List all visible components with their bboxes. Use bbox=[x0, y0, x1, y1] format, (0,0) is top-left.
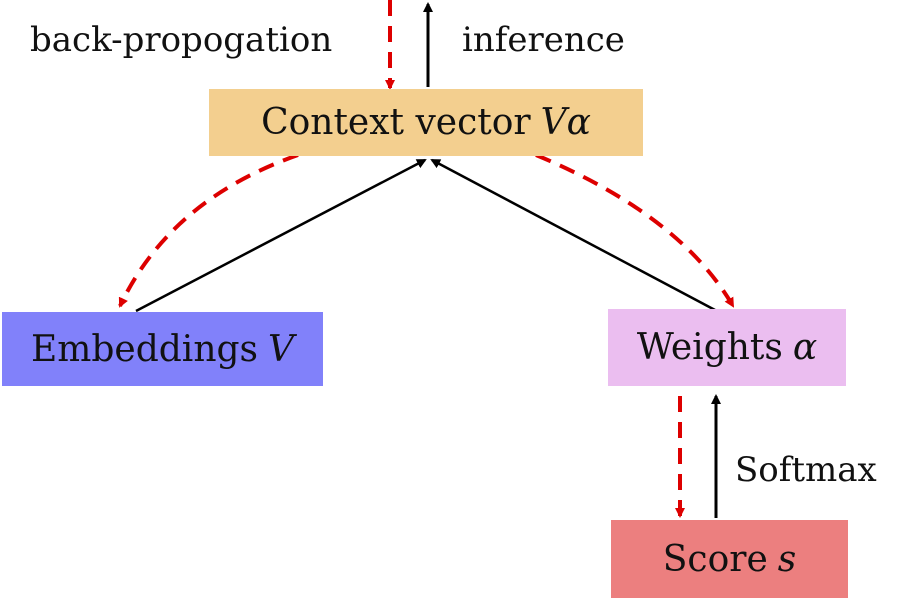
softmax-label: Softmax bbox=[735, 450, 877, 490]
embeddings-text: Embeddings bbox=[30, 328, 259, 370]
context-vector-math: Vα bbox=[540, 102, 591, 143]
context-vector-node: Context vector Vα bbox=[209, 89, 643, 156]
inference-label: inference bbox=[462, 20, 625, 60]
context-to-weights-backprop-arrow bbox=[535, 153, 735, 308]
context-vector-text: Context vector bbox=[261, 102, 531, 143]
weights-text: Weights bbox=[636, 327, 783, 368]
embeddings-to-context-arrow bbox=[135, 158, 427, 313]
context-to-embeddings-backprop-arrow bbox=[118, 153, 299, 308]
embeddings-math: V bbox=[268, 328, 295, 370]
weights-node: Weights α bbox=[608, 309, 846, 386]
weights-to-context-arrow bbox=[430, 158, 716, 312]
score-text: Score bbox=[662, 538, 768, 580]
backprop-label: back-propogation bbox=[30, 20, 333, 60]
embeddings-node: Embeddings V bbox=[2, 312, 323, 386]
score-node: Score s bbox=[611, 520, 848, 598]
score-math: s bbox=[777, 538, 797, 580]
weights-math: α bbox=[792, 327, 818, 368]
